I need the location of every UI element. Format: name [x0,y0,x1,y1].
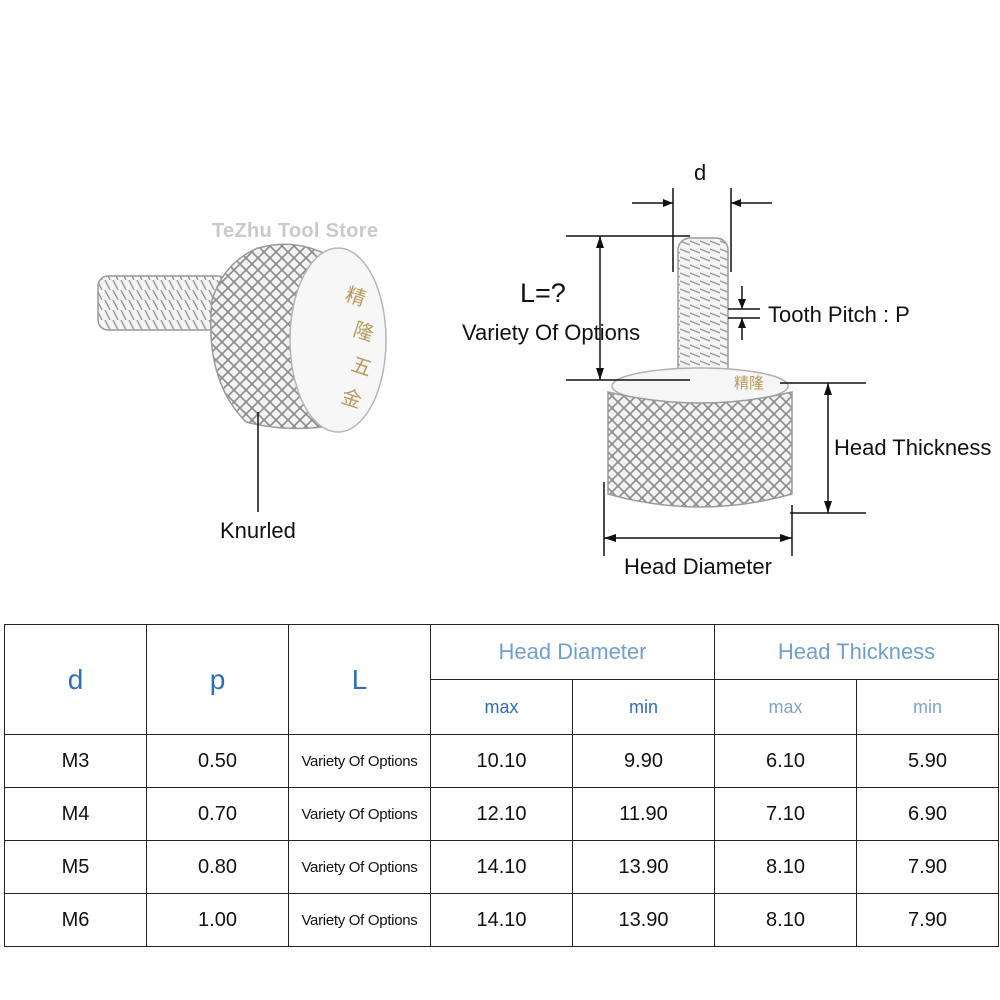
table-row: M3 0.50 Variety Of Options 10.10 9.90 6.… [4,734,1000,788]
cell-thickness-max: 8.10 [714,840,858,894]
cell-thickness-min: 7.90 [856,893,1000,947]
cell-l: Variety Of Options [288,787,431,841]
header-thickness-max: max [714,679,858,735]
cell-thickness-min: 6.90 [856,787,1000,841]
cell-l: Variety Of Options [288,840,431,894]
left-screw-thread [97,275,229,331]
header-head-thickness: Head Thickness [714,624,1000,680]
header-l: L [288,624,431,735]
d-dimension-label: d [694,160,707,185]
table-row: M6 1.00 Variety Of Options 14.10 13.90 8… [4,893,1000,947]
spec-table-header: d p L Head Diameter Head Thickness max m… [4,624,1000,735]
cell-diameter-min: 11.90 [571,787,716,841]
header-p: p [146,624,289,735]
left-screw-head-face [289,247,387,433]
cell-thickness-min: 5.90 [856,734,1000,788]
right-screw-head-knurl [607,391,793,508]
head-diameter-label: Head Diameter [624,554,772,579]
spec-table-body: M3 0.50 Variety Of Options 10.10 9.90 6.… [4,734,1000,947]
cell-l: Variety Of Options [288,893,431,947]
head-thickness-label: Head Thickness [834,435,992,460]
left-screw-illustration: 精 隆 五 金 [97,243,387,512]
header-head-diameter: Head Diameter [429,624,716,680]
cell-p: 0.70 [146,787,289,841]
right-screw-illustration: 精隆 [607,237,793,508]
cell-thickness-min: 7.90 [856,840,1000,894]
cell-diameter-max: 14.10 [430,893,573,947]
cell-diameter-min: 9.90 [571,734,716,788]
cell-p: 1.00 [146,893,289,947]
cell-d: M5 [4,840,147,894]
cell-diameter-max: 14.10 [430,840,573,894]
cell-thickness-max: 6.10 [714,734,858,788]
cell-diameter-max: 12.10 [430,787,573,841]
knurled-label: Knurled [220,518,296,543]
tooth-pitch-label: Tooth Pitch : P [768,302,910,327]
table-row: M5 0.80 Variety Of Options 14.10 13.90 8… [4,840,1000,894]
cell-thickness-max: 8.10 [714,893,858,947]
table-row: M4 0.70 Variety Of Options 12.10 11.90 7… [4,787,1000,841]
cell-diameter-min: 13.90 [571,840,716,894]
cell-d: M3 [4,734,147,788]
header-thickness-min: min [856,679,1000,735]
header-d: d [4,624,147,735]
store-watermark: TeZhu Tool Store [212,220,379,242]
header-diameter-min: min [571,679,716,735]
length-options-label: Variety Of Options [462,320,641,345]
cell-thickness-max: 7.10 [714,787,858,841]
cell-l: Variety Of Options [288,734,431,788]
cell-d: M6 [4,893,147,947]
cell-d: M4 [4,787,147,841]
cell-diameter-max: 10.10 [430,734,573,788]
dimension-lines [566,188,866,556]
header-diameter-max: max [430,679,573,735]
cell-p: 0.50 [146,734,289,788]
right-screw-stamp: 精隆 [734,374,764,392]
cell-diameter-min: 13.90 [571,893,716,947]
spec-table: d p L Head Diameter Head Thickness max m… [4,624,1000,947]
length-label: L=? [520,278,566,308]
screw-diagram: 精 隆 五 金 精隆 [97,160,992,579]
cell-p: 0.80 [146,840,289,894]
